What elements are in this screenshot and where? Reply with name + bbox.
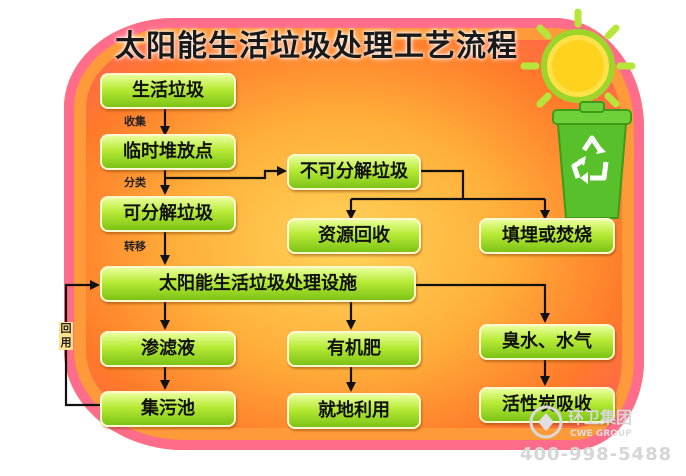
node-organic-fertilizer: 有机肥 <box>287 331 421 367</box>
edge-to-odor <box>413 283 550 323</box>
edge-label-reuse: 回用 <box>59 322 73 350</box>
edge-non-decomposable-split <box>418 169 465 199</box>
node-non-decomposable: 不可分解垃圾 <box>287 154 421 190</box>
node-leachate: 渗滤液 <box>100 331 236 367</box>
edge-label-transfer: 转移 <box>124 240 146 253</box>
node-odor-water-gas: 臭水、水气 <box>479 324 615 360</box>
diagram-title: 太阳能生活垃圾处理工艺流程 <box>115 29 518 64</box>
node-local-use: 就地利用 <box>287 393 421 429</box>
node-solar-facility: 太阳能生活垃圾处理设施 <box>100 266 416 302</box>
node-resource-recovery: 资源回收 <box>287 218 421 254</box>
watermark-sub: CWE GROUP <box>570 429 632 439</box>
watermark-logo: 环卫集团 CWE GROUP <box>529 405 632 439</box>
edge-label-collect: 收集 <box>124 115 146 128</box>
watermark-phone: 400-998-5488 <box>520 444 673 465</box>
node-decomposable: 可分解垃圾 <box>100 196 236 232</box>
watermark-text: 环卫集团 <box>568 408 632 427</box>
node-landfill-or-incinerate: 填埋或焚烧 <box>479 218 615 254</box>
node-living-garbage: 生活垃圾 <box>100 73 236 109</box>
edge-to-non-decomposable <box>165 166 287 180</box>
node-temp-pile: 临时堆放点 <box>100 134 236 170</box>
node-sewage-pool: 集污池 <box>100 391 236 427</box>
edge-label-classify: 分类 <box>124 176 146 189</box>
